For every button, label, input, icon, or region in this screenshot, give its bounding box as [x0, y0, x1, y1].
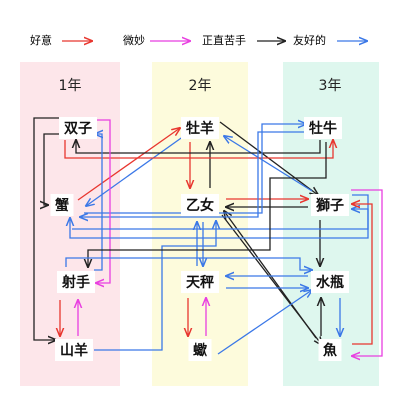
node-otome: 乙女 [181, 194, 219, 216]
edge-kani-to-oushi [84, 124, 306, 214]
node-box-sasori [188, 339, 212, 361]
edge-ite-to-futago [94, 134, 102, 271]
node-yagi: 山羊 [55, 339, 93, 361]
edge-uo-to-otome [224, 211, 317, 339]
column-3rd-year [283, 62, 379, 386]
node-box-mizugame [311, 271, 349, 293]
edge-sasori-to-mizugame [217, 290, 312, 355]
column-title-1st-year: 1年 [59, 78, 82, 94]
node-box-ohitsuji [181, 117, 219, 139]
node-label-ohitsuji: 牡羊 [186, 120, 214, 137]
node-uo: 魚 [318, 339, 342, 361]
node-label-uo: 魚 [323, 342, 337, 359]
node-label-yagi: 山羊 [60, 342, 88, 359]
node-oushi: 牡牛 [304, 117, 342, 139]
edge-yagi-to-otome [94, 221, 216, 351]
edge-shishi-to-kani [70, 194, 369, 239]
node-futago: 双子 [59, 117, 97, 139]
node-label-tenbin: 天秤 [186, 274, 214, 291]
edge-uo-to-shishi [352, 204, 373, 345]
edge-oushi-to-futago [76, 140, 321, 154]
legend-label-good: 好意 [30, 33, 52, 47]
node-label-otome: 乙女 [186, 197, 214, 214]
edge-ite-to-mizugame [65, 257, 312, 270]
legend: 好意 微妙 正直苦手 友好的 [30, 33, 367, 47]
edge-oushi-to-kani [80, 131, 306, 217]
edge-oushi-to-ite [88, 142, 327, 267]
node-label-mizugame: 水瓶 [316, 274, 344, 291]
node-label-ite: 射手 [61, 274, 90, 291]
node-tenbin: 天秤 [181, 271, 219, 293]
edges [33, 117, 383, 356]
edge-shishi-to-uo [351, 189, 383, 356]
node-box-ite [57, 271, 95, 293]
legend-label-honest: 正直苦手 [202, 33, 246, 47]
node-label-sasori: 蠍 [193, 342, 207, 359]
edge-futago-to-ite [95, 119, 111, 283]
edge-futago-to-kani [44, 133, 60, 205]
node-label-kani: 蟹 [54, 197, 69, 214]
node-box-oushi [304, 117, 342, 139]
column-title-3rd-year: 3年 [319, 78, 342, 94]
node-ohitsuji: 牡羊 [181, 117, 219, 139]
node-box-shishi [311, 194, 349, 216]
node-mizugame: 水瓶 [311, 271, 349, 293]
legend-label-subtle: 微妙 [123, 33, 145, 47]
node-shishi: 獅子 [311, 194, 349, 216]
node-box-yagi [55, 339, 93, 361]
node-label-shishi: 獅子 [315, 197, 344, 214]
node-box-uo [318, 339, 342, 361]
node-sasori: 蠍 [188, 339, 212, 361]
edge-kani-to-ohitsuji [77, 128, 180, 201]
edge-futago-to-oushi [64, 140, 333, 159]
node-box-otome [181, 194, 219, 216]
node-box-kani [50, 194, 74, 216]
edge-shishi-to-ohitsuji [224, 136, 313, 192]
edge-futago-to-yagi [33, 117, 60, 340]
column-title-2nd-year: 2年 [189, 78, 212, 94]
node-box-tenbin [181, 271, 219, 293]
node-kani: 蟹 [50, 194, 74, 216]
node-box-futago [59, 117, 97, 139]
node-label-futago: 双子 [64, 121, 92, 137]
node-ite: 射手 [57, 271, 95, 293]
node-label-oushi: 牡牛 [309, 120, 337, 137]
legend-label-friend: 友好的 [293, 33, 326, 47]
